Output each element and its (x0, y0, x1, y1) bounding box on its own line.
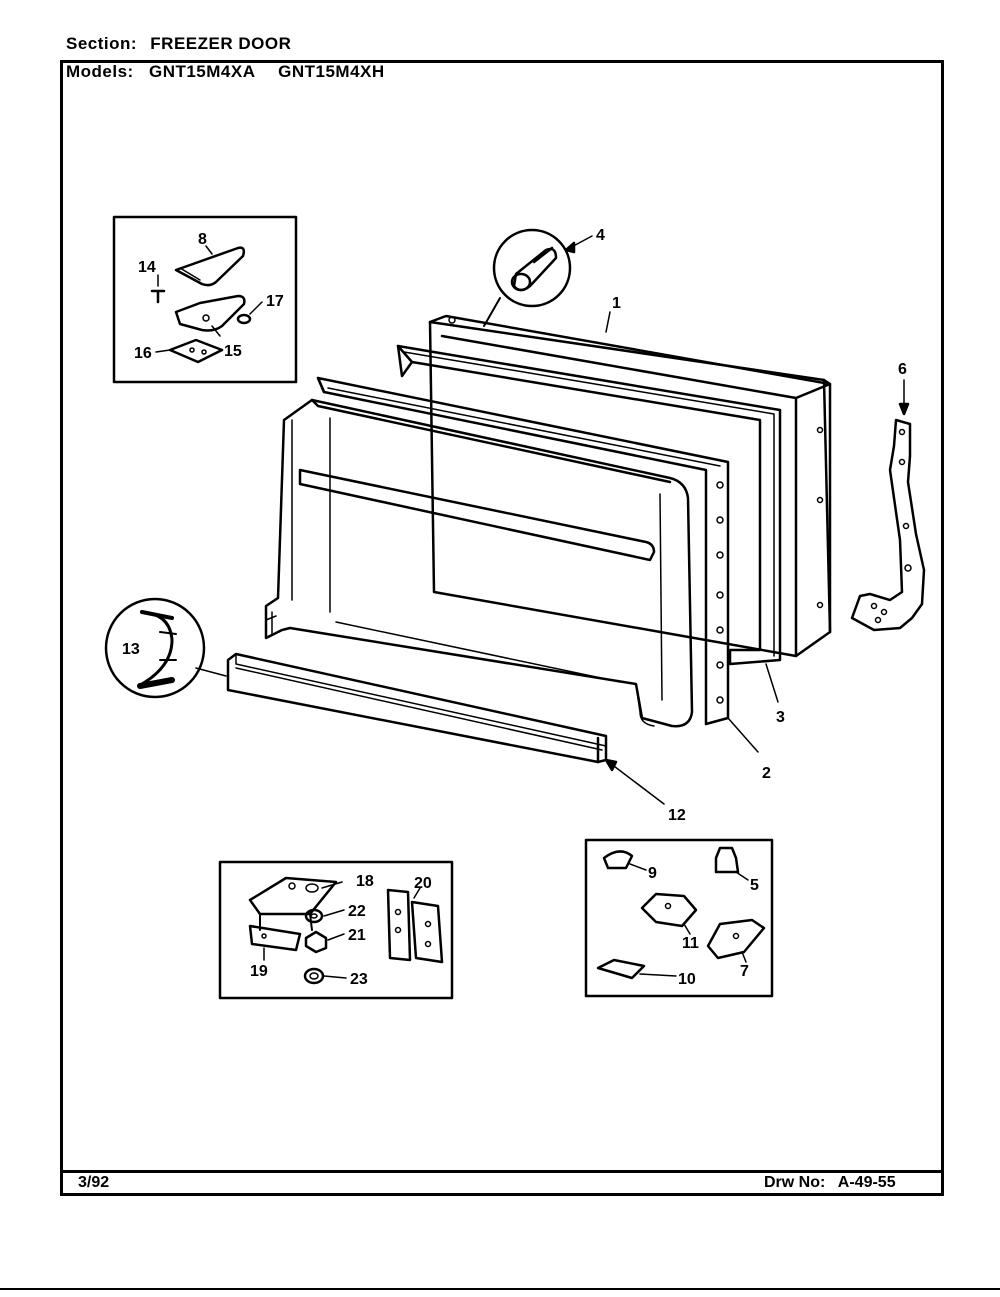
drawing-date: 3/92 (78, 1174, 110, 1191)
outer-door-panel (428, 311, 832, 658)
door-liner-frame (316, 376, 759, 753)
door-hinge-bracket (850, 379, 926, 632)
callout-1: 1 (612, 295, 621, 312)
washer-23-part (303, 967, 325, 985)
hinge-plate-part (174, 294, 246, 332)
door-gasket (396, 344, 782, 703)
callout-19: 19 (250, 963, 268, 980)
callout-15: 15 (224, 343, 242, 360)
callout-3: 3 (776, 709, 785, 726)
model-1: GNT15M4XA (148, 62, 255, 81)
callout-14: 14 (138, 259, 156, 276)
models-header: Models: GNT15M4XA GNT15M4XH (66, 62, 385, 82)
callout-16: 16 (134, 345, 152, 362)
model-2: GNT15M4XH (278, 62, 385, 81)
callout-22: 22 (348, 903, 366, 920)
callout-6: 6 (898, 361, 907, 378)
callout-17: 17 (266, 293, 284, 310)
section-header: Section: FREEZER DOOR (66, 34, 291, 54)
callout-4: 4 (596, 227, 605, 244)
screw-part (150, 289, 166, 304)
shim-plate-part (168, 338, 224, 364)
hinge-cover-part (174, 246, 246, 287)
shim-19-part (248, 924, 302, 952)
hinge-plate-20-part (386, 888, 412, 962)
callout-2: 2 (762, 765, 771, 782)
drawing-number-label: Drw No: (764, 1174, 826, 1191)
detail-circle-13 (104, 597, 227, 699)
models-label: Models: (66, 62, 134, 81)
shelf-rail (226, 652, 665, 805)
drawing-frame (60, 60, 944, 1196)
washer-part (236, 313, 252, 325)
callout-18: 18 (356, 873, 374, 890)
callout-21: 21 (348, 927, 366, 944)
inset-hinge-cover-parts (112, 215, 298, 384)
drawing-number: A-49-55 (837, 1174, 896, 1191)
latch-11-part (640, 892, 698, 928)
callout-10: 10 (678, 971, 696, 988)
plate-10-part (596, 958, 646, 980)
latch-7-part (706, 918, 766, 960)
cap-9-part (602, 850, 634, 870)
washer-22-part (304, 908, 324, 924)
inset-hinge-hardware (218, 860, 454, 1000)
callout-11: 11 (682, 935, 699, 952)
callout-labels: 1 2 3 4 5 6 7 8 9 10 11 12 13 14 15 16 1… (122, 227, 907, 988)
footer-divider (60, 1170, 944, 1173)
page-bottom-rule (0, 1288, 1000, 1290)
callout-7: 7 (740, 963, 749, 980)
callout-8: 8 (198, 231, 207, 248)
section-value: FREEZER DOOR (150, 34, 292, 53)
nut-21-part (304, 930, 328, 954)
callout-5: 5 (750, 877, 759, 894)
detail-circle-4 (483, 228, 593, 327)
section-label: Section: (66, 34, 138, 53)
callout-13: 13 (122, 641, 140, 658)
callout-23: 23 (350, 971, 368, 988)
callout-20: 20 (414, 875, 432, 892)
inset-latch-parts (584, 838, 774, 998)
bumper-5-part (714, 846, 740, 874)
callout-9: 9 (648, 865, 657, 882)
inner-door-liner (264, 398, 694, 728)
callout-12: 12 (668, 807, 686, 824)
drawing-number-block: Drw No: A-49-55 (764, 1174, 896, 1192)
hinge-bracket-part (248, 876, 338, 916)
